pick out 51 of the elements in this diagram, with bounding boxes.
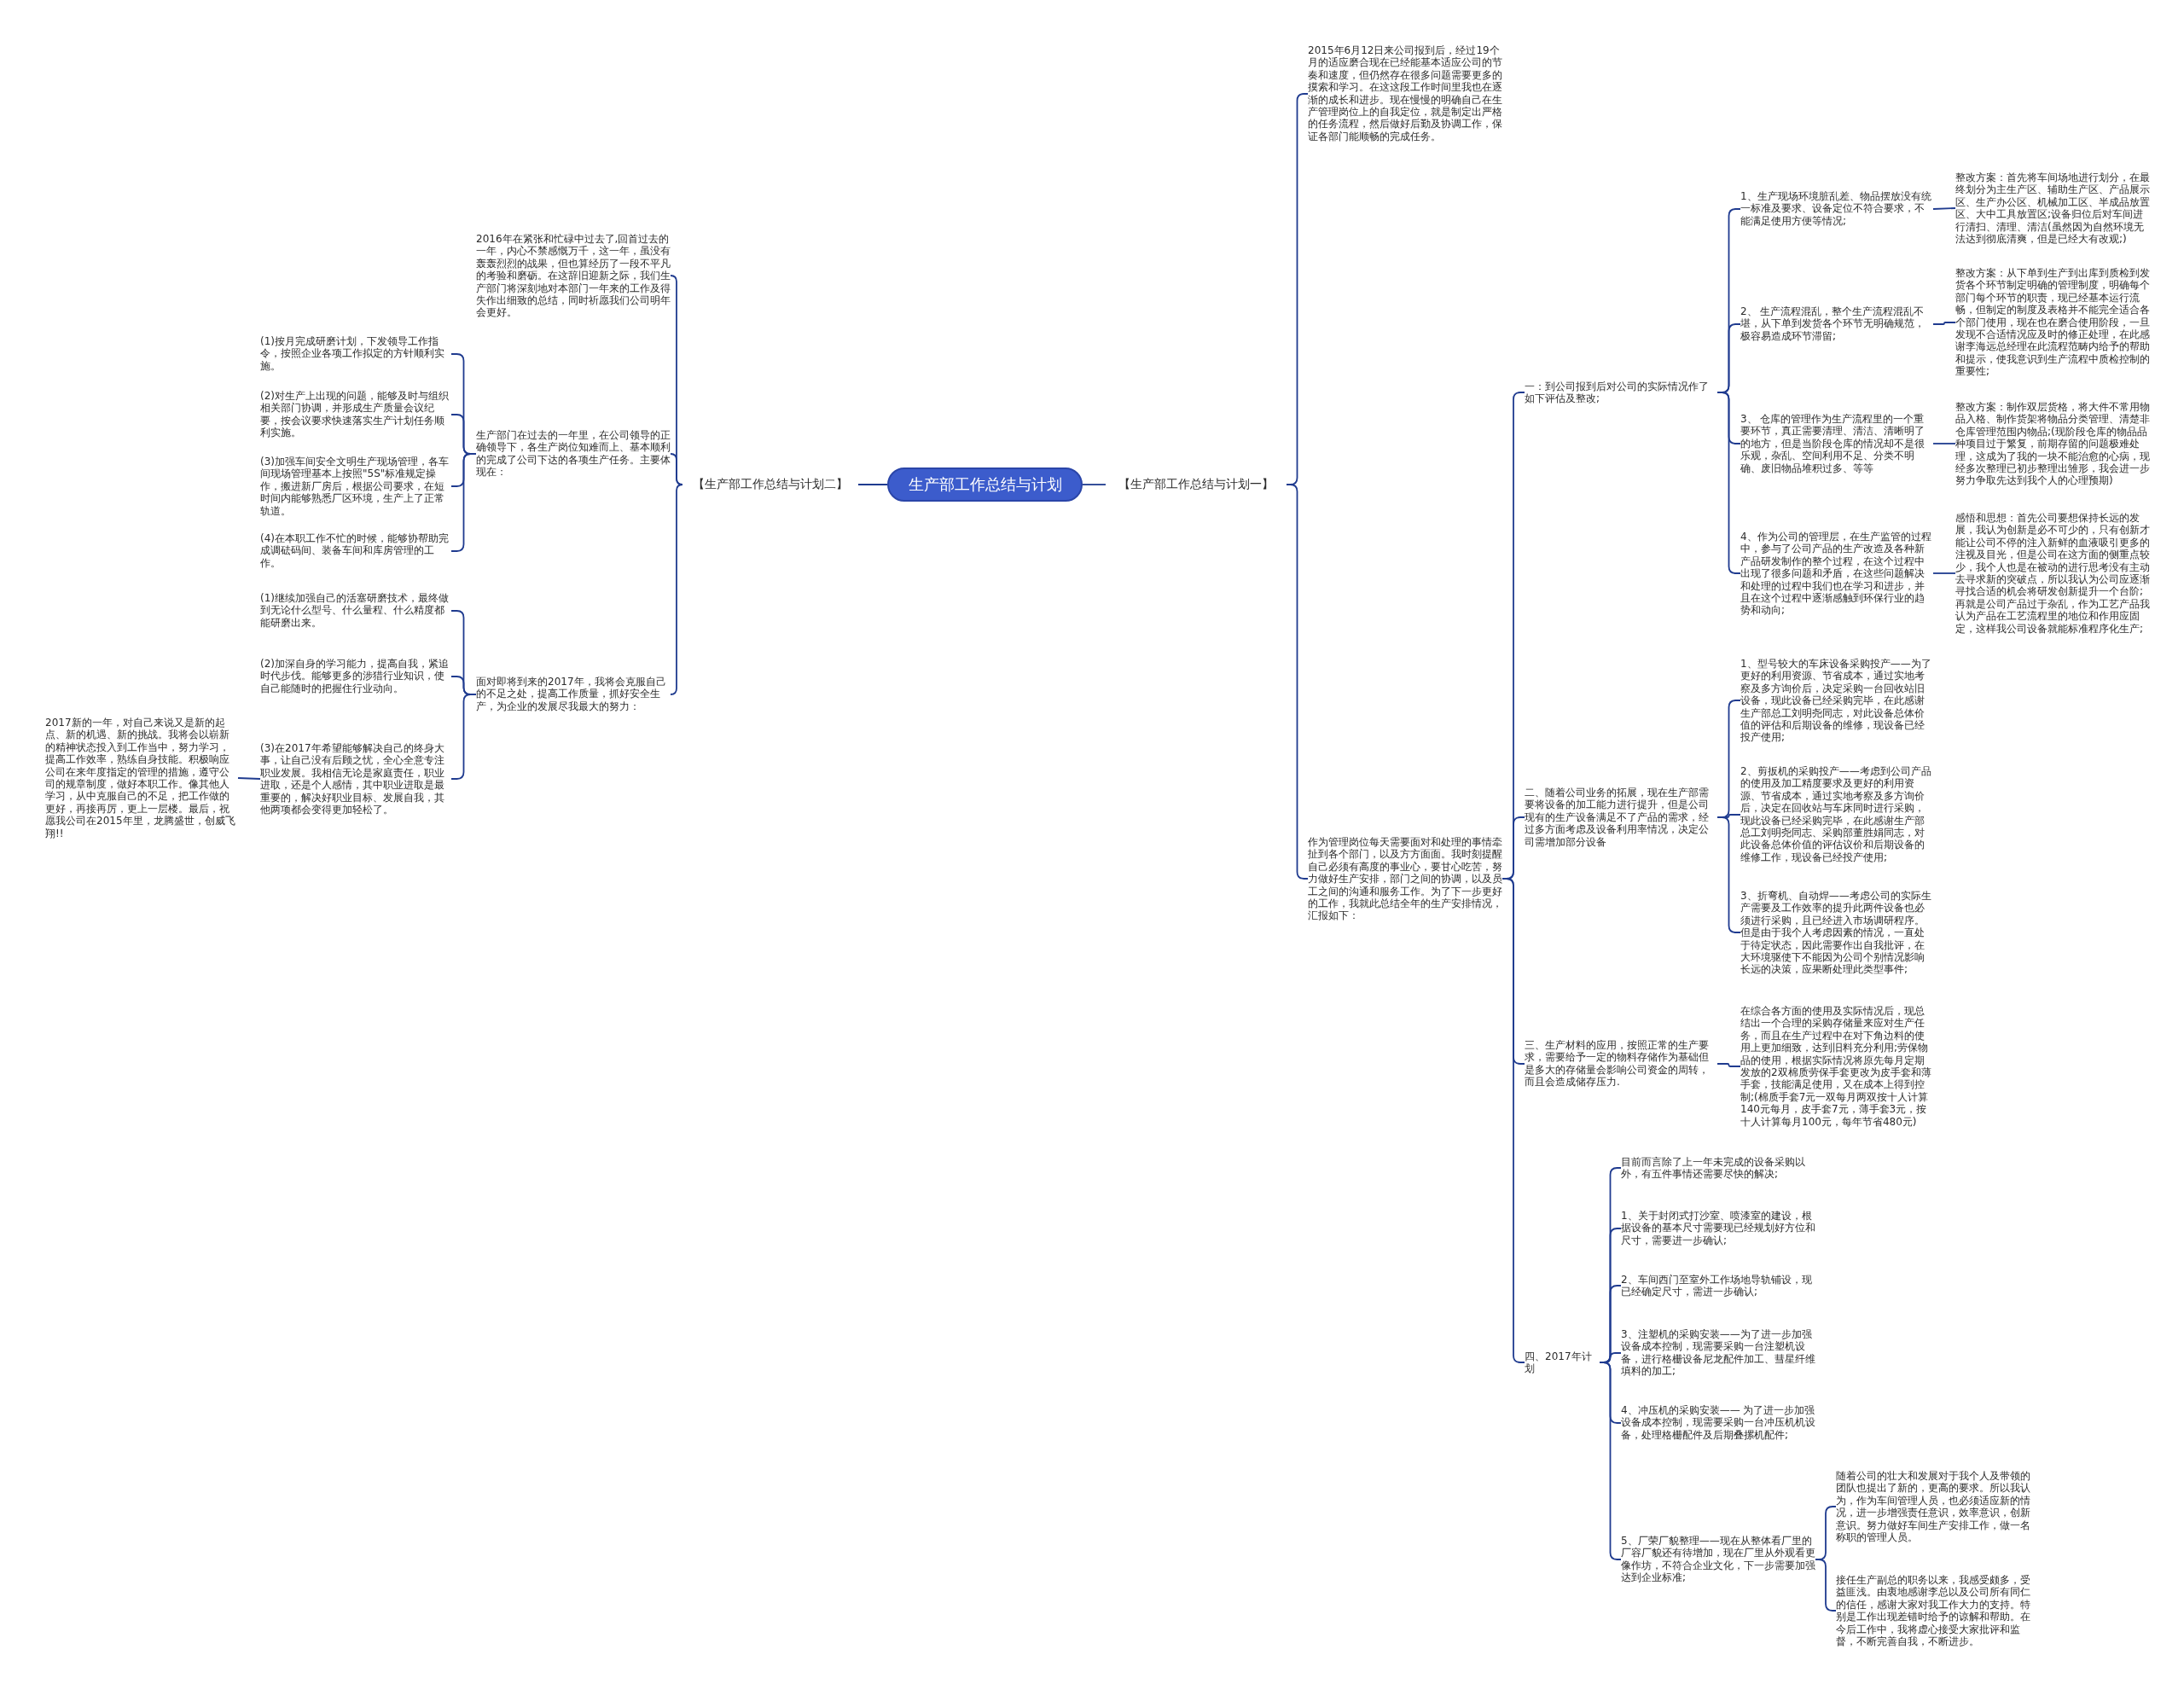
topic-text: 2、 生产流程混乱，整个生产流程混乱不堪，从下单到发货各个环节无明确规范，极容易造成环节滞留;	[1740, 305, 1933, 343]
topic-text: 5、厂荣厂貌整理——现在从整体看厂里的厂容厂貌还有待增加，现在厂里从外观看更像作坊，不符合企业文化，下一步需要加强达到企业标准;	[1621, 1535, 1815, 1584]
connector-line	[670, 484, 683, 695]
topic-text: 二、随着公司业务的拓展，现在生产部需要将设备的加工能力进行提升，但是公司现有的生产设备满足不了产品的需求，经过多方面考虑及设备利用率情况，决定公司需增加部分设备	[1525, 787, 1717, 848]
topic-text: 感悟和思想：首先公司要想保持长远的发展，我认为创新是必不可少的，只有创新才能让公司不停的注入新鲜的血液吸引更多的注视及目光，但是公司在这方面的侧重点较少，我个人也是在被动的进行思考没有主动去寻求新的突破点，所以我认为公司应逐渐寻找合适的机会将研发创新提升一个台阶;再就是公司产品过于杂乱，作为工艺产品我认为产品在工艺流程里的地位和作用应固定，这样我公司设备就能标准程序化生产;	[1955, 512, 2150, 635]
topic-text: 整改方案：首先将车间场地进行划分，在最终划分为主生产区、辅助生产区、产品展示区、生产办公区、机械加工区、半成品放置区、大中工具放置区;设备归位后对车间进行清扫、清理、清洁(虽然因为自然环境无法达到彻底清爽，但是已经大有改观;)	[1955, 171, 2150, 246]
topic-text: 2、剪扳机的采购投产——考虑到公司产品的使用及加工精度要求及更好的利用资源、节省成本，通过实地考察及多方询价后，决定在回收站与车床同时进行采购，现此设备已经采购完毕，在此感谢生产部总工刘明尧同志、采购部董胜娟同志，对此设备总体价值的评估议价和后期设备的维修工作，现设备已经投产使用;	[1740, 765, 1933, 864]
connector-line	[1932, 322, 1956, 325]
connector-line	[1716, 1063, 1741, 1067]
topic-text: (1)按月完成研磨计划，下发领导工作指令，按照企业各项工作拟定的方针顺利实施。	[260, 335, 451, 373]
topic-text: 作为管理岗位每天需要面对和处理的事情牵扯到各个部门，以及方方面面。我时刻提醒自己必须有高度的事业心，要甘心吃苦，努力做好生产安排，部门之间的协调，以及员工之间的沟通和服务工作。为了下一步更好的工作，我就此总结全年的生产安排情况，汇报如下：	[1308, 835, 1502, 922]
topic-text: 四、2017年计划	[1525, 1350, 1600, 1375]
topic-text: 3、折弯机、自动焊——考虑公司的实际生产需要及工作效率的提升此两件设备也必须进行采购，且已经进入市场调研程序。但是由于我个人考虑因素的情况，一直处于待定状态，因此需要作出自我批评，在大环境驱使下不能因为公司个别情况影响长远的决策，应果断处理此类型事件;	[1740, 889, 1933, 976]
central-topic: 生产部工作总结与计划	[887, 468, 1083, 502]
topic-text: 4、冲压机的采购安装—— 为了进一步加强设备成本控制，现需要采购一台冲压机机设备，处理格栅配件及后期叠摞机配件;	[1621, 1404, 1815, 1442]
topic-text: (2)对生产上出现的问题，能够及时与组织相关部门协调，并形成生产质量会议纪要，按会议要求快速落实生产计划任务顺利实施。	[260, 390, 451, 439]
topic-text: 2015年6月12日来公司报到后，经过19个月的适应磨合现在已经能基本适应公司的节奏和速度，但仍然存在很多问题需要更多的摸索和学习。在这这段工作时间里我也在逐渐的成长和进步。现在慢慢的明确自己在生产管理岗位上的自我定位，就是制定出严格的任务流程，然后做好后勤及协调工作，保证各部门能顺畅的完成任务。	[1308, 44, 1502, 143]
topic-text: 面对即将到来的2017年，我将会克服自己的不足之处，提高工作质量，抓好安全生产，为企业的发展尽我最大的努力：	[476, 676, 671, 713]
topic-text: 生产部门在过去的一年里，在公司领导的正确领导下，各生产岗位知难而上、基本顺利的完成了公司下达的各项生产任务。主要体现在：	[476, 429, 671, 479]
topic-text: 三、生产材料的应用，按照正常的生产要求，需要给予一定的物料存储作为基础但是多大的存储量会影响公司资金的周转，而且会造成储存压力.	[1525, 1039, 1717, 1089]
topic-text: 1、生产现场环境脏乱差、物品摆放没有统一标准及要求、设备定位不符合要求，不能满足使用方便等情况;	[1740, 190, 1933, 228]
connector-line	[1932, 443, 1956, 444]
topic-text: (2)加深自身的学习能力，提高自我，紧追时代步伐。能够更多的涉猎行业知识，使自己能随时的把握住行业动向。	[260, 658, 451, 695]
topic-text: (3)加强车间安全文明生产现场管理，各车间现场管理基本上按照"5S"标准规定操作，搬进新厂房后，根据公司要求，在短时间内能够熟悉厂区环境，生产上了正常轨道。	[260, 456, 451, 517]
connector-line	[1815, 1559, 1837, 1612]
connector-line	[1502, 878, 1525, 1363]
topic-text: 整改方案：制作双层货格，将大件不常用物品入格、制作货架将物品分类管理、清楚非仓库管理范围内物品;(现阶段仓库的物品品种项目过于繁复，前期存留的问题极难处理，这成为了我的一块不能治愈的心病，现经多次整理已初步整理出雏形，我会进一步努力争取先达到我个人的心理预期)	[1955, 400, 2150, 487]
branch-topic: 【生产部工作总结与计划二】	[682, 476, 858, 493]
connector-line	[1932, 207, 1956, 210]
topic-text: (4)在本职工作不忙的时候，能够协帮助完成调砝码间、装备车间和库房管理的工作。	[260, 532, 451, 570]
branch-topic: 【生产部工作总结与计划一】	[1106, 476, 1287, 493]
topic-text: 4、作为公司的管理层，在生产监管的过程中，参与了公司产品的生产改造及各种新产品研发制作的整个过程，在这个过程中出现了很多问题和矛盾，在这些问题解决和处理的过程中我们也在学习和进步，并且在这个过程中逐渐感触到环保行业的趋势和动向;	[1740, 530, 1933, 617]
connector-line	[857, 484, 888, 485]
topic-text: 目前而言除了上一年未完成的设备采购以外，有五件事情还需要尽快的解决;	[1621, 1155, 1815, 1181]
topic-text: 在综合各方面的使用及实际情况后，现总结出一个合理的采购存储量来应对生产任务，而且在生产过程中在对下角边料的使用上更加细致，达到旧料充分利用;劳保物品的使用，根据实际情况将原先每月定期发放的2双棉质劳保手套更改为皮手套和薄手套，技能满足使用，又在成本上得到控制;(棉质手套7元一双每月两双按十人计算140元每月，皮手套7元，薄手套3元，按十人计算每月100元，每年节省480元)	[1740, 1005, 1933, 1128]
topic-text: 1、型号较大的车床设备采购投产——为了更好的利用资源、节省成本，通过实地考察及多方询价后，决定采购一台回收站旧设备，现此设备已经采购完毕，在此感谢生产部总工刘明尧同志，对此设备总体价值的评估和后期设备的维修，现设备已经投产使用;	[1740, 657, 1933, 744]
topic-text: 2、车间西门至室外工作场地导轨铺设，现已经确定尺寸，需进一步确认;	[1621, 1273, 1815, 1298]
topic-text: 1、关于封闭式打沙室、喷漆室的建设，根据设备的基本尺寸需要现已经规划好方位和尺寸，需要进一步确认;	[1621, 1210, 1815, 1247]
topic-text: 3、 仓库的管理作为生产流程里的一个重要环节，真正需要清理、清洁、清晰明了的地方，但是当阶段仓库的情况却不是很乐观，杂乱、空间利用不足、分类不明确、废旧物品堆积过多、等等	[1740, 413, 1933, 474]
topic-text: 随着公司的壮大和发展对于我个人及带领的团队也提出了新的，更高的要求。所以我认为，作为车间管理人员，也必须适应新的情况，进一步增强责任意识，效率意识，创新意识。努力做好车间生产安排工作，做一名称职的管理人员。	[1836, 1469, 2030, 1544]
connector-line	[1932, 572, 1956, 574]
topic-text: 2017新的一年，对自己来说又是新的起点、新的机遇、新的挑战。我将会以崭新的精神状态投入到工作当中，努力学习，提高工作效率，熟练自身技能。积极响应公司在来年度指定的管理的措施，遵守公司的规章制度，做好本职工作。像其他人学习，从中克服自己的不足，把工作做的更好，再接再厉，更上一层楼。最后，祝愿我公司在2015年里，龙腾盛世，创威飞翔!!	[45, 717, 238, 839]
topic-text: (3)在2017年希望能够解决自己的终身大事，让自己没有后顾之忧，全心全意专注职业发展。我相信无论是家庭责任，职业进取，还是个人感情，其中职业进取是最重要的，解决好职业目标、发展自我，其他两项都会变得更加轻松了。	[260, 741, 451, 816]
topic-text: 整改方案：从下单到生产到出库到质检到发货各个环节制定明确的管理制度，明确每个部门每个环节的职责，现已经基本运行流畅，但制定的制度及表格并不能完全适合各个部门使用，现在也在磨合使用阶段，一旦发现不合适情况应及时的修正处理，在此感谢李海远总经理在此流程范畴内给予的帮助和提示，使我意识到生产流程中质检控制的重要性;	[1955, 267, 2150, 378]
topic-text: 3、注塑机的采购安装——为了进一步加强设备成本控制，现需要采购一台注塑机设备，进行格栅设备尼龙配件加工、彗星纤维填料的加工;	[1621, 1328, 1815, 1378]
topic-text: 接任生产副总的职务以来，我感受颇多，受益匪浅。由衷地感谢李总以及公司所有同仁的信任，感谢大家对我工作大力的支持。特别是工作出现差错时给予的谅解和帮助。在今后工作中，我将虚心接受大家批评和监督，不断完善自我，不断进步。	[1836, 1573, 2030, 1648]
connector-line	[1082, 484, 1107, 485]
topic-text: (1)继续加强自己的活塞研磨技术，最终做到无论什么型号、什么量程、什么精度都能研磨出来。	[260, 592, 451, 630]
topic-text: 一：到公司报到后对公司的实际情况作了如下评估及整改;	[1525, 380, 1717, 405]
topic-text: 2016年在紧张和忙碌中过去了,回首过去的一年，内心不禁感慨万千，这一年，虽没有轰轰烈烈的战果，但也算经历了一段不平凡的考验和磨砺。在这辞旧迎新之际，我们生产部门将深刻地对本部门一年来的工作及得失作出细致的总结，同时祈愿我们公司明年会更好。	[476, 232, 671, 319]
connector-line	[237, 777, 261, 780]
